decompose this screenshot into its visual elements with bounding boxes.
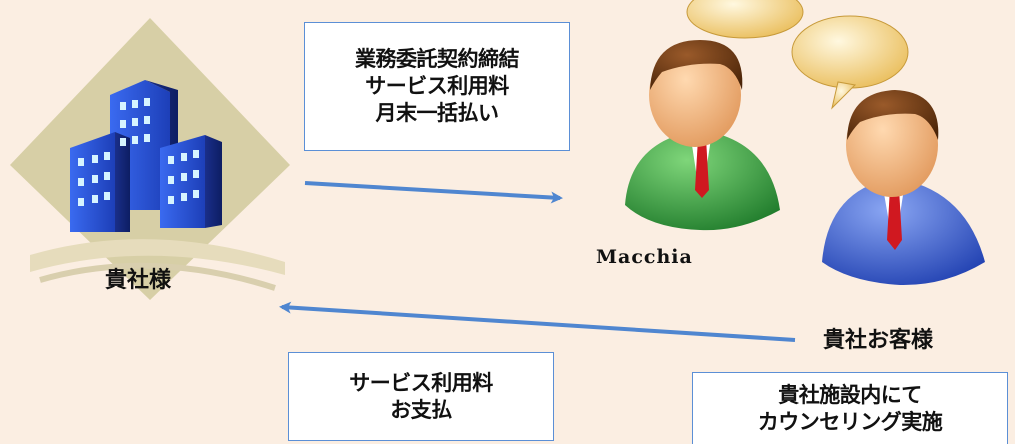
payment-arrow [279,301,796,342]
counseling-line-1: 貴社施設内にて [778,382,922,407]
macchia-label: Macchia [596,246,693,268]
company-building-icon [10,18,290,300]
company-label: 貴社様 [105,268,172,293]
payment-line-1: サービス利用料 [349,370,493,395]
contract-box: 業務委託契約締結 サービス利用料 月末一括払い [304,22,570,151]
counseling-line-2: カウンセリング実施 [757,409,943,434]
customer-person-icon [822,90,985,286]
payment-line-2: お支払 [390,397,452,422]
consultant-person-icon [625,40,780,231]
customer-label: 貴社お客様 [823,328,934,353]
contract-arrow [304,181,563,204]
contract-line-1: 業務委託契約締結 [355,47,520,72]
speech-bubble-icon [686,0,909,110]
contract-line-3: 月末一括払い [375,100,500,125]
counseling-box: 貴社施設内にて カウンセリング実施 [692,372,1008,444]
payment-box: サービス利用料 お支払 [288,352,554,441]
contract-line-2: サービス利用料 [365,74,509,99]
